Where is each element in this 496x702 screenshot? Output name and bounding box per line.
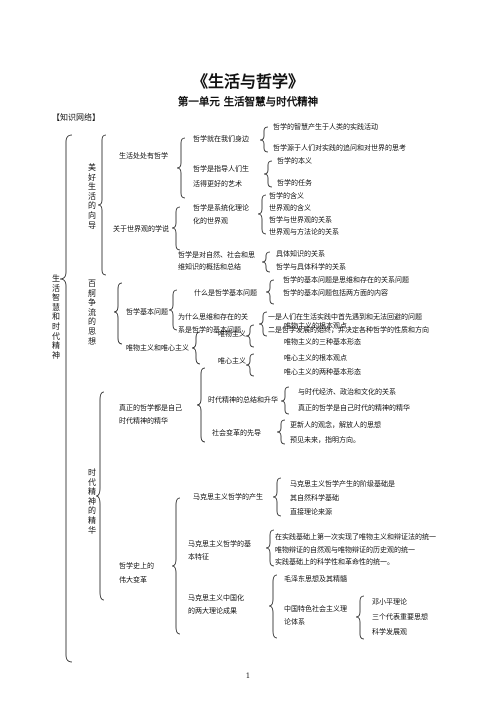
node-s3g1a: 时代精神的总结和升华 xyxy=(208,396,278,404)
leaf-s3g2d-1: 三个代表重要思想 xyxy=(372,613,428,621)
brace-s1g2 xyxy=(171,206,181,251)
node-s1g2b-line1: 哲学是对自然、社会和思 xyxy=(178,251,255,259)
brace-sec1 xyxy=(97,134,107,276)
leaf-s1g1b-0: 哲学的本义 xyxy=(277,157,312,165)
brace-s2g1a xyxy=(265,279,275,305)
leaf-s3g1a-0: 与时代经济、政治和文化的关系 xyxy=(298,388,396,396)
brace-s3g1b xyxy=(276,419,286,445)
leaf-s2g1a-1: 哲学的基本问题包括两方面的内容 xyxy=(283,289,388,297)
node-s2g2b: 唯心主义 xyxy=(218,357,246,365)
brace-s3g1 xyxy=(196,367,206,443)
leaf-s3g2a-0: 马克思主义哲学产生的阶级基础是 xyxy=(290,480,395,488)
section-3-label: 时代精神的精华 xyxy=(88,468,96,535)
brace-s3g2a xyxy=(272,477,282,517)
leaf-s1g2a-3: 世界观与方法论的关系 xyxy=(269,228,339,236)
node-s1g2a-line1: 哲学是系统化理论 xyxy=(193,204,249,212)
brace-s2g2b xyxy=(245,353,255,377)
brace-sec3 xyxy=(95,391,105,601)
node-s1g1b-line2: 活得更好的艺术 xyxy=(193,180,242,188)
leaf-s1g1b-1: 哲学的任务 xyxy=(277,179,312,187)
section-1-label: 美好生活的向导 xyxy=(88,163,96,230)
leaf-s2g2b-1: 唯心主义的两种基本形态 xyxy=(284,368,361,376)
brace-s2g1b xyxy=(258,311,268,337)
node-s3g1-line2: 时代精神的精华 xyxy=(119,417,168,425)
leaf-s1g1a-0: 哲学的智慧产生于人类的实践活动 xyxy=(273,123,378,131)
leaf-s3g2b-1: 唯物辩证的自然观与唯物辩证的历史观的统一 xyxy=(275,546,415,554)
brace-s3g2d xyxy=(355,595,365,640)
section-label: 【知识网络】 xyxy=(52,113,100,122)
node-s1g2b-line2: 维知识的概括和总结 xyxy=(178,263,241,271)
node-s2g1: 哲学基本问题 xyxy=(126,308,168,316)
node-s3g2-line2: 伟大变革 xyxy=(119,576,147,584)
node-s3g2c-line1: 马克思主义中国化 xyxy=(188,594,244,602)
node-s3g2-line1: 哲学史上的 xyxy=(119,562,154,570)
node-s1g2a-line2: 化的世界观 xyxy=(193,217,228,225)
brace-sec2 xyxy=(113,282,123,345)
leaf-s1g2b-0: 具体知识的关系 xyxy=(276,250,325,258)
node-s2g2a: 唯物主义 xyxy=(218,330,246,338)
leaf-s1g2a-2: 哲学与世界观的关系 xyxy=(269,216,332,224)
node-s1g1a: 哲学就在我们身边 xyxy=(193,135,249,143)
node-s2g1b-line1: 为什么思维和存在的关 xyxy=(178,313,248,321)
brace-s1g2a xyxy=(257,194,267,235)
leaf-s3g2c-0: 毛泽东思想及其精髓 xyxy=(284,575,347,583)
brace-s3g2 xyxy=(171,497,181,635)
leaf-s3g1b-1: 预见未来，指明方向。 xyxy=(290,436,360,444)
leaf-s1g2a-1: 世界观的含义 xyxy=(269,204,311,212)
brace-s1g1 xyxy=(176,137,186,199)
leaf-s3g2a-2: 直接理论来源 xyxy=(290,508,332,516)
brace-s2g1 xyxy=(168,289,178,331)
leaf-s1g2b-1: 哲学与具体科学的关系 xyxy=(276,263,346,271)
brace-s1g1b xyxy=(263,160,273,188)
leaf-s3g2d-2: 科学发展观 xyxy=(372,628,407,636)
brace-s2g2 xyxy=(191,331,201,365)
node-s3g2b-line2: 本特征 xyxy=(188,553,209,561)
leaf-s2g1b-0: 一是人们在生活实践中首先遇到和无法回避的问题 xyxy=(268,313,422,321)
leaf-s3g2b-2: 实践基础上的科学性和革命性的统一。 xyxy=(275,558,394,566)
node-s3g2a: 马克思主义哲学的产生 xyxy=(193,493,263,501)
node-s3g1b: 社会变革的先导 xyxy=(212,429,261,437)
leaf-s2g2a-1: 唯物主义的三种基本形态 xyxy=(284,338,361,346)
node-s1g1b-line1: 哲学是指导人们生 xyxy=(193,165,249,173)
node-s3g2b-line1: 马克思主义哲学的基 xyxy=(188,540,251,548)
node-s3g2d-line1: 中国特色社会主义理 xyxy=(284,605,347,613)
leaf-s2g2b-0: 唯心主义的根本观点 xyxy=(284,354,347,362)
root-node: 生活智慧和时代精神 xyxy=(52,274,60,360)
brace-root xyxy=(59,134,73,663)
page-number: 1 xyxy=(245,672,251,680)
node-s2g1b-line2: 系是哲学的基本问题 xyxy=(178,326,241,334)
leaf-s3g2d-0: 邓小平理论 xyxy=(372,598,407,606)
brace-s3g2b xyxy=(265,529,275,567)
brace-s1g2b xyxy=(261,251,271,273)
leaf-s2g2a-0: 唯物主义的根本观点 xyxy=(284,322,347,330)
node-s3g2d-line2: 论体系 xyxy=(284,618,305,626)
leaf-s2g1b-1: 二是哲学发展的始终，并决定各种哲学的性质和方向 xyxy=(268,326,429,334)
node-s1g2: 关于世界观的学说 xyxy=(113,225,169,233)
page-title: 《生活与哲学》 xyxy=(191,72,304,91)
brace-s3g2c xyxy=(268,574,278,639)
leaf-s1g1a-1: 哲学源于人们对实践的追问和对世界的思考 xyxy=(273,144,406,152)
brace-s1g1a xyxy=(259,126,269,153)
node-s3g1-line1: 真正的哲学都是自己 xyxy=(119,404,182,412)
node-s2g1a: 什么是哲学基本问题 xyxy=(194,289,257,297)
leaf-s3g1a-1: 真正的哲学是自己时代的精神的精华 xyxy=(298,404,410,412)
node-s3g2c-line2: 的两大理论成果 xyxy=(188,607,237,615)
node-s2g2: 唯物主义和唯心主义 xyxy=(126,344,189,352)
leaf-s1g2a-0: 哲学的含义 xyxy=(269,192,304,200)
leaf-s2g1a-0: 哲学的基本问题是思维和存在的关系问题 xyxy=(283,276,409,284)
brace-s2g2a xyxy=(245,324,255,348)
leaf-s3g2a-1: 其自然科学基础 xyxy=(290,494,339,502)
leaf-s3g1b-0: 更新人的观念，解放人的思想 xyxy=(290,421,381,429)
section-2-label: 百舸争流的思想 xyxy=(88,279,96,346)
node-s1g1: 生活处处有哲学 xyxy=(119,152,168,160)
leaf-s3g2b-0: 在实践基础上第一次实现了唯物主义和辩证法的统一 xyxy=(275,533,436,541)
unit-subtitle: 第一单元 生活智慧与时代精神 xyxy=(177,96,319,108)
brace-s3g1a xyxy=(280,386,290,415)
